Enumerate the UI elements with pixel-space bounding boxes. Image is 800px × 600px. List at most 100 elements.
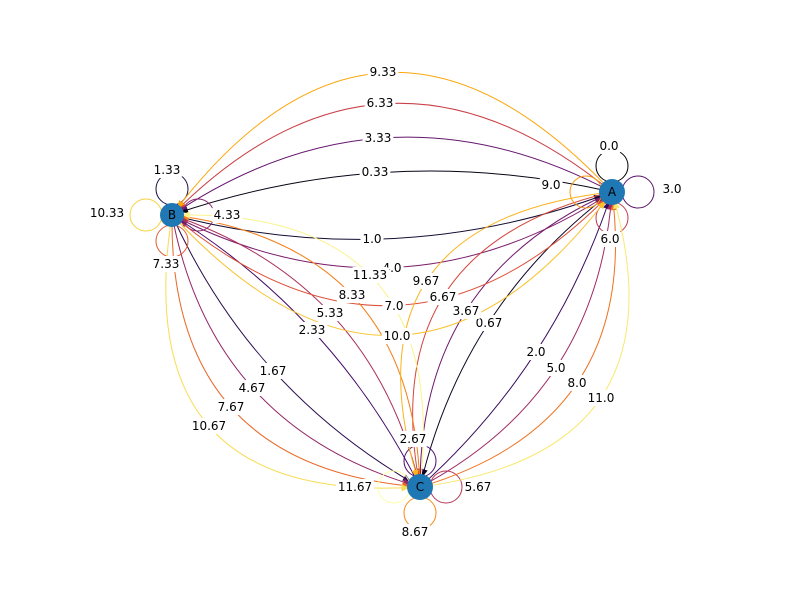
edge-label: 6.67	[430, 290, 457, 304]
edge-label-bg	[524, 344, 548, 360]
edge-label: 11.33	[353, 268, 387, 282]
edge-label-bg	[399, 524, 431, 540]
edge-label: 0.0	[599, 139, 618, 153]
graph-edge	[171, 214, 424, 488]
graph-edge	[171, 214, 421, 488]
edge-label: 1.0	[362, 232, 381, 246]
edge-label: 11.67	[338, 480, 372, 494]
edge-label-bg	[427, 289, 459, 305]
edge-label: 9.67	[413, 274, 440, 288]
graph-edge	[412, 191, 613, 488]
graph-edge	[171, 214, 421, 488]
edge-label: 5.67	[465, 480, 492, 494]
edge-label: 2.33	[299, 323, 326, 337]
edge-label-bg	[350, 267, 390, 283]
graph-edge	[171, 214, 421, 488]
edge-label-bg	[335, 479, 375, 495]
self-loop-edge	[429, 470, 463, 504]
edge-label: 7.33	[153, 257, 180, 271]
graph-edge	[171, 191, 613, 240]
edge-label: 10.67	[192, 419, 226, 433]
edge-label-bg	[364, 95, 396, 111]
graph-node-C	[407, 474, 433, 500]
edge-label: 4.67	[239, 381, 266, 395]
graph-edge	[171, 102, 613, 216]
edge-label-bg	[381, 328, 413, 344]
edge-label-bg	[382, 298, 406, 314]
edge-label: 2.67	[400, 432, 427, 446]
edge-label: 5.0	[546, 361, 565, 375]
edge-label: 8.67	[402, 525, 429, 539]
edge-label: 7.0	[384, 299, 403, 313]
edge-label-bg	[360, 231, 384, 247]
edge-label: 6.33	[367, 96, 394, 110]
graph-edge	[171, 214, 421, 488]
graph-edge	[419, 191, 616, 488]
edge-label: 10.33	[90, 206, 124, 220]
node-label-C: C	[416, 480, 424, 494]
edge-label: 11.0	[588, 391, 615, 405]
edge-label: 6.0	[600, 232, 619, 246]
edge-label: 8.0	[567, 376, 586, 390]
edge-label-bg	[236, 380, 268, 396]
edge-label-bg	[539, 177, 563, 193]
edge-label-bg	[450, 303, 482, 319]
edge-label-bg	[598, 231, 622, 247]
edge-label: 8.33	[339, 288, 366, 302]
edge-label: 4.33	[214, 208, 241, 222]
edge-label-bg	[462, 479, 494, 495]
edge-label-bg	[359, 164, 391, 180]
edge-label: 9.33	[370, 65, 397, 79]
edge-label: 5.33	[317, 306, 344, 320]
edge-label: 10.0	[384, 329, 411, 343]
graph-edge	[419, 191, 630, 488]
self-loop-edge	[595, 149, 629, 183]
graph-edge	[171, 214, 421, 488]
node-label-B: B	[168, 208, 176, 222]
edge-label-bg	[473, 315, 505, 331]
edge-label: 0.33	[362, 165, 389, 179]
edge-label-bg	[585, 390, 617, 406]
self-loop-edge	[621, 175, 655, 209]
graph-edge	[171, 191, 613, 269]
edge-label: 1.33	[154, 163, 181, 177]
edge-label: 3.0	[662, 182, 681, 196]
edge-label-bg	[410, 273, 442, 289]
edge-label-bg	[597, 138, 621, 154]
edge-label: 9.0	[541, 178, 560, 192]
edge-label-bg	[314, 305, 346, 321]
node-label-A: A	[608, 185, 617, 199]
edge-label-bg	[189, 418, 229, 434]
edge-arrowhead	[597, 200, 606, 210]
edge-label-bg	[296, 322, 328, 338]
edge-label-bg	[565, 375, 589, 391]
edge-label-bg	[87, 205, 127, 221]
self-loop-edge	[129, 198, 163, 232]
edge-label-bg	[544, 360, 568, 376]
edge-label-bg	[151, 162, 183, 178]
edge-label: 3.67	[453, 304, 480, 318]
graph-node-A	[599, 179, 625, 205]
edge-label-bg	[211, 207, 243, 223]
edge-arrowhead	[181, 211, 190, 219]
graph-edge	[171, 214, 421, 488]
edge-label-bg	[257, 363, 289, 379]
edge-label-bg	[362, 130, 394, 146]
edge-label: 0.67	[476, 316, 503, 330]
edge-label: 3.33	[365, 131, 392, 145]
edge-label: 2.0	[526, 345, 545, 359]
graph-node-B	[160, 203, 184, 227]
edge-label-bg	[660, 181, 684, 197]
edge-label-bg	[367, 64, 399, 80]
graph-edge	[171, 136, 613, 216]
edge-label-bg	[397, 431, 429, 447]
edge-label: 1.67	[260, 364, 287, 378]
edge-label-bg	[336, 287, 368, 303]
edge-arrowhead	[401, 484, 410, 492]
edge-label-bg	[150, 256, 182, 272]
self-loop-edge	[569, 175, 603, 209]
edge-label-bg	[215, 399, 247, 415]
edge-label: 7.67	[218, 400, 245, 414]
